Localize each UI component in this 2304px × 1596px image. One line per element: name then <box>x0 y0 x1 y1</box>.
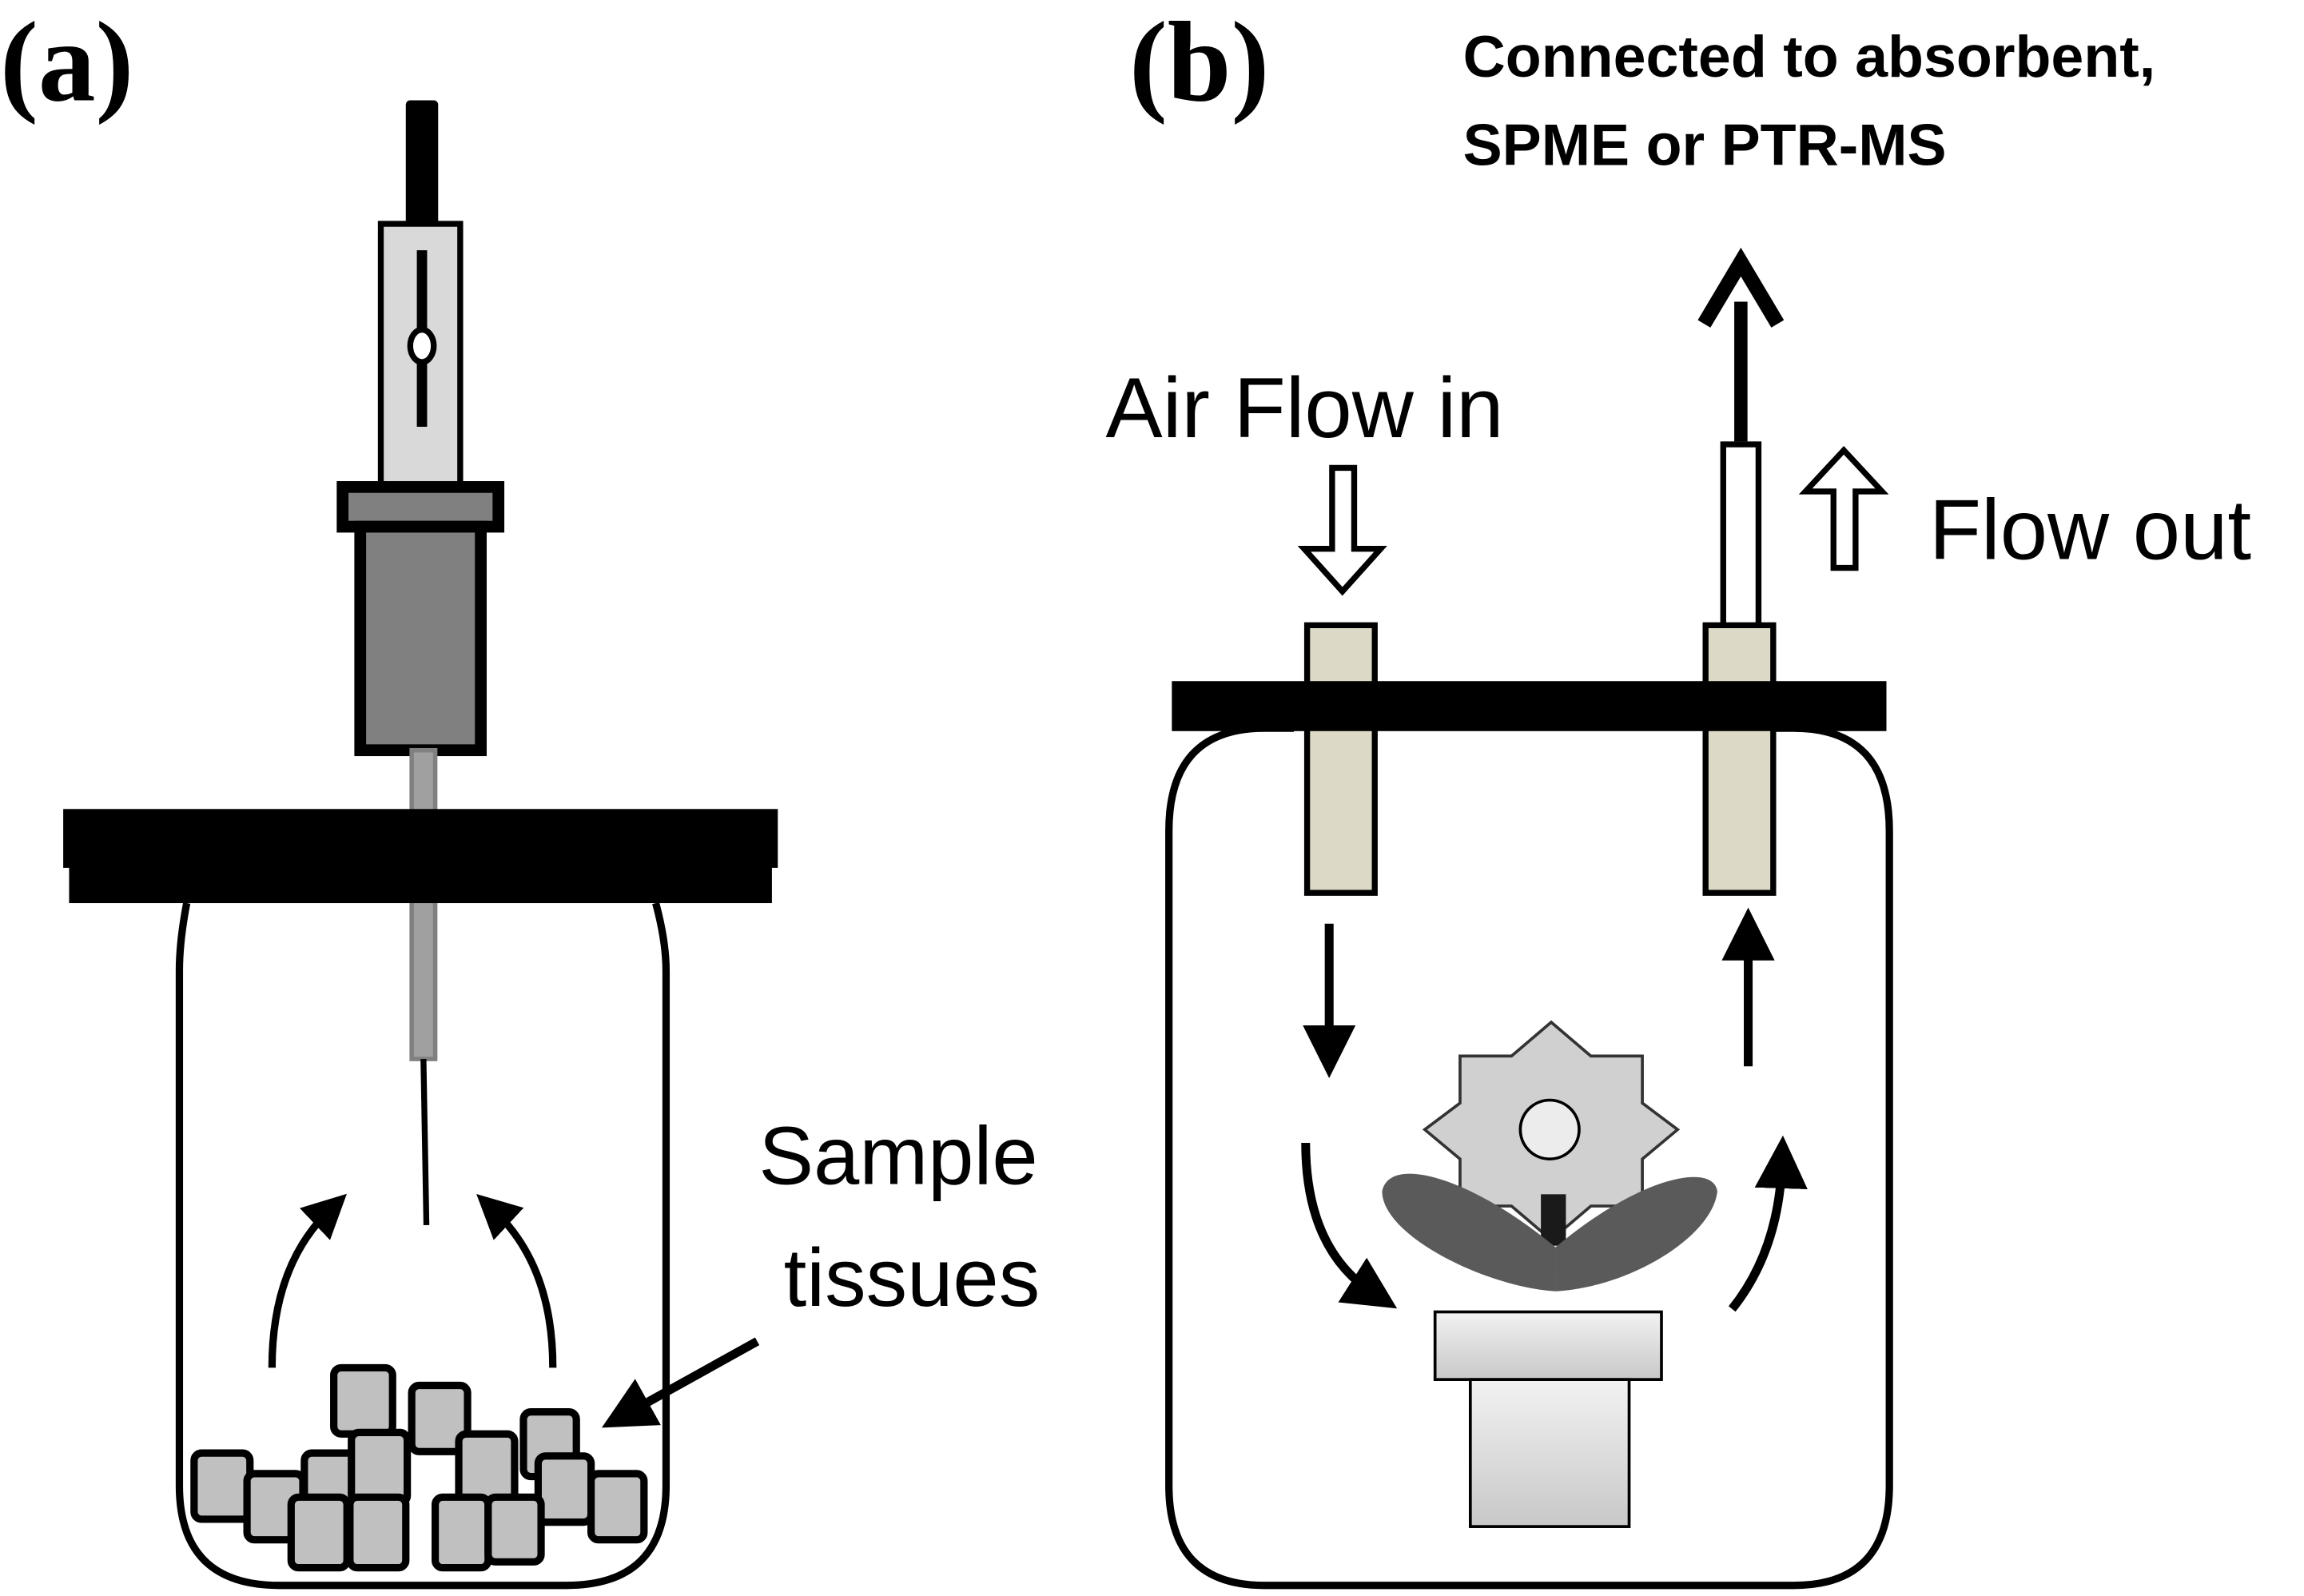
sample-tissue-cubes <box>190 1363 648 1572</box>
jar-lid <box>63 809 778 868</box>
tissue-cube <box>190 1449 254 1523</box>
outflow-hollow-arrow-icon <box>1798 445 1889 571</box>
potted-plant <box>1382 1020 1717 1528</box>
leaf-right <box>1555 1176 1717 1292</box>
fiber <box>420 1059 430 1226</box>
tissue-cube <box>346 1493 410 1572</box>
outlet-label: Flow out <box>1929 482 2251 578</box>
outlet-tube <box>1702 622 1777 896</box>
circulation-arrow-right <box>1728 1135 1808 1312</box>
plant-stem <box>1541 1194 1566 1246</box>
tissue-cube <box>587 1470 648 1544</box>
inlet-tube <box>1303 622 1378 896</box>
spme-fiber-holder <box>336 100 505 1226</box>
leaf-left <box>1382 1173 1556 1292</box>
chamber-lid <box>1172 681 1887 731</box>
tissue-cube <box>431 1493 492 1572</box>
tissue-cube <box>484 1493 545 1566</box>
panel-b: (b) Connected to absorbent, SPME or PTR-… <box>1106 0 2251 1590</box>
plunger-top <box>405 100 439 230</box>
volatile-arrow-right <box>476 1193 557 1368</box>
outlet-arrow-up-icon <box>1697 247 1785 328</box>
panel-a: (a) <box>0 0 1041 1590</box>
panel-a-label: (a) <box>0 0 133 126</box>
inlet-label: Air Flow in <box>1106 360 1504 456</box>
flower-center <box>1518 1098 1581 1161</box>
sample-label-line2: tissues <box>784 1232 1041 1323</box>
pot-rim <box>1433 1310 1663 1381</box>
sample-pointer-arrow <box>601 1337 760 1428</box>
pot-base <box>1468 1378 1631 1528</box>
tissue-cube <box>348 1428 412 1507</box>
volatile-arrow-left <box>268 1193 347 1368</box>
needle <box>409 747 438 1061</box>
panel-b-label: (b) <box>1129 0 1269 126</box>
holder-screw <box>407 326 437 365</box>
holder-collar <box>336 481 505 533</box>
tissue-cube <box>287 1493 351 1572</box>
tissue-cube <box>534 1452 595 1526</box>
connection-label-line2: SPME or PTR-MS <box>1463 111 1947 177</box>
tissue-cube <box>330 1363 396 1438</box>
chamber <box>1165 724 1893 1590</box>
glass-jar <box>175 901 671 1590</box>
inflow-hollow-arrow-icon <box>1297 464 1387 596</box>
outlet-pipe <box>1720 441 1762 630</box>
sample-label-line1: Sample <box>758 1109 1037 1201</box>
holder-body <box>354 520 487 757</box>
circulation-arrow-left <box>1301 1142 1398 1309</box>
jar-lid-lower <box>69 865 772 904</box>
tissue-cube <box>408 1381 472 1455</box>
connection-label-line1: Connected to absorbent, <box>1463 23 2156 90</box>
